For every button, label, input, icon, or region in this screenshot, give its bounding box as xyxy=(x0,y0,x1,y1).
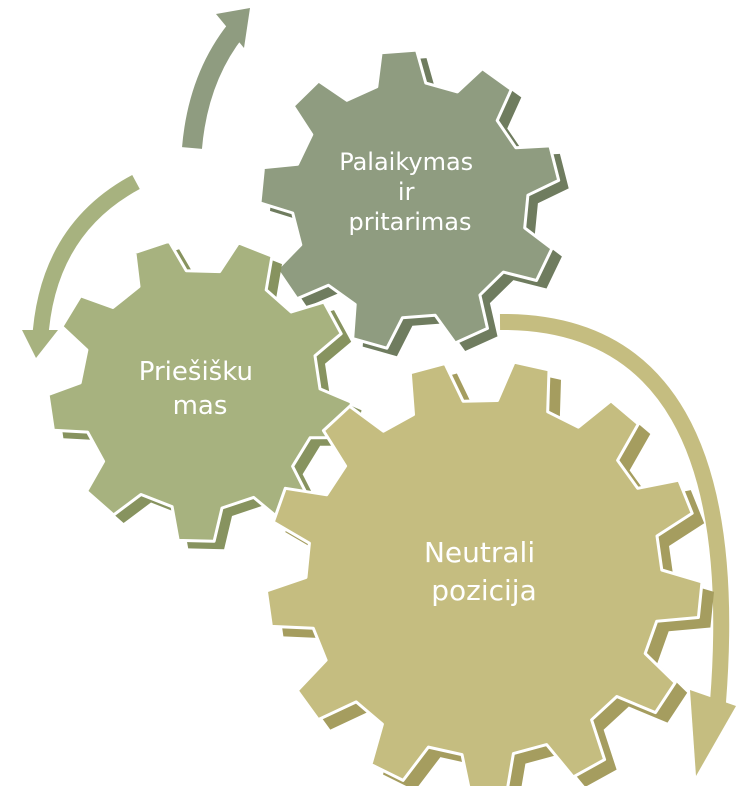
gear-opposition: Priešišku mas xyxy=(46,239,362,550)
opposition-cycle-arrow xyxy=(32,174,140,343)
opposition-cycle-arrowhead xyxy=(22,330,58,358)
gear-neutral: Neutrali pozicija xyxy=(264,360,714,786)
gear-opposition-label: Priešišku mas xyxy=(139,357,261,421)
arrows-layer xyxy=(22,8,736,776)
gear-opposition-label-line-2: mas xyxy=(173,391,228,421)
neutral-cycle-arrowhead xyxy=(690,690,736,776)
gear-support-label-line-3: pritarimas xyxy=(348,208,471,236)
gear-opposition-label-line-1: Priešišku xyxy=(139,357,253,387)
gear-neutral-label: Neutrali pozicija xyxy=(424,536,544,607)
neutral-cycle-arrow xyxy=(499,313,730,703)
gear-support-label-line-1: Palaikymas xyxy=(339,148,473,176)
support-cycle-arrowhead xyxy=(216,8,250,48)
gear-support-label: Palaikymas ir pritarimas xyxy=(339,148,481,236)
gear-neutral-label-line-2: pozicija xyxy=(431,574,537,607)
gear-support: Palaikymas ir pritarimas xyxy=(258,48,569,357)
gear-neutral-face xyxy=(264,360,704,786)
gear-support-label-line-2: ir xyxy=(398,178,415,206)
gear-neutral-label-line-1: Neutrali xyxy=(424,536,535,569)
support-cycle-arrow xyxy=(182,23,244,149)
